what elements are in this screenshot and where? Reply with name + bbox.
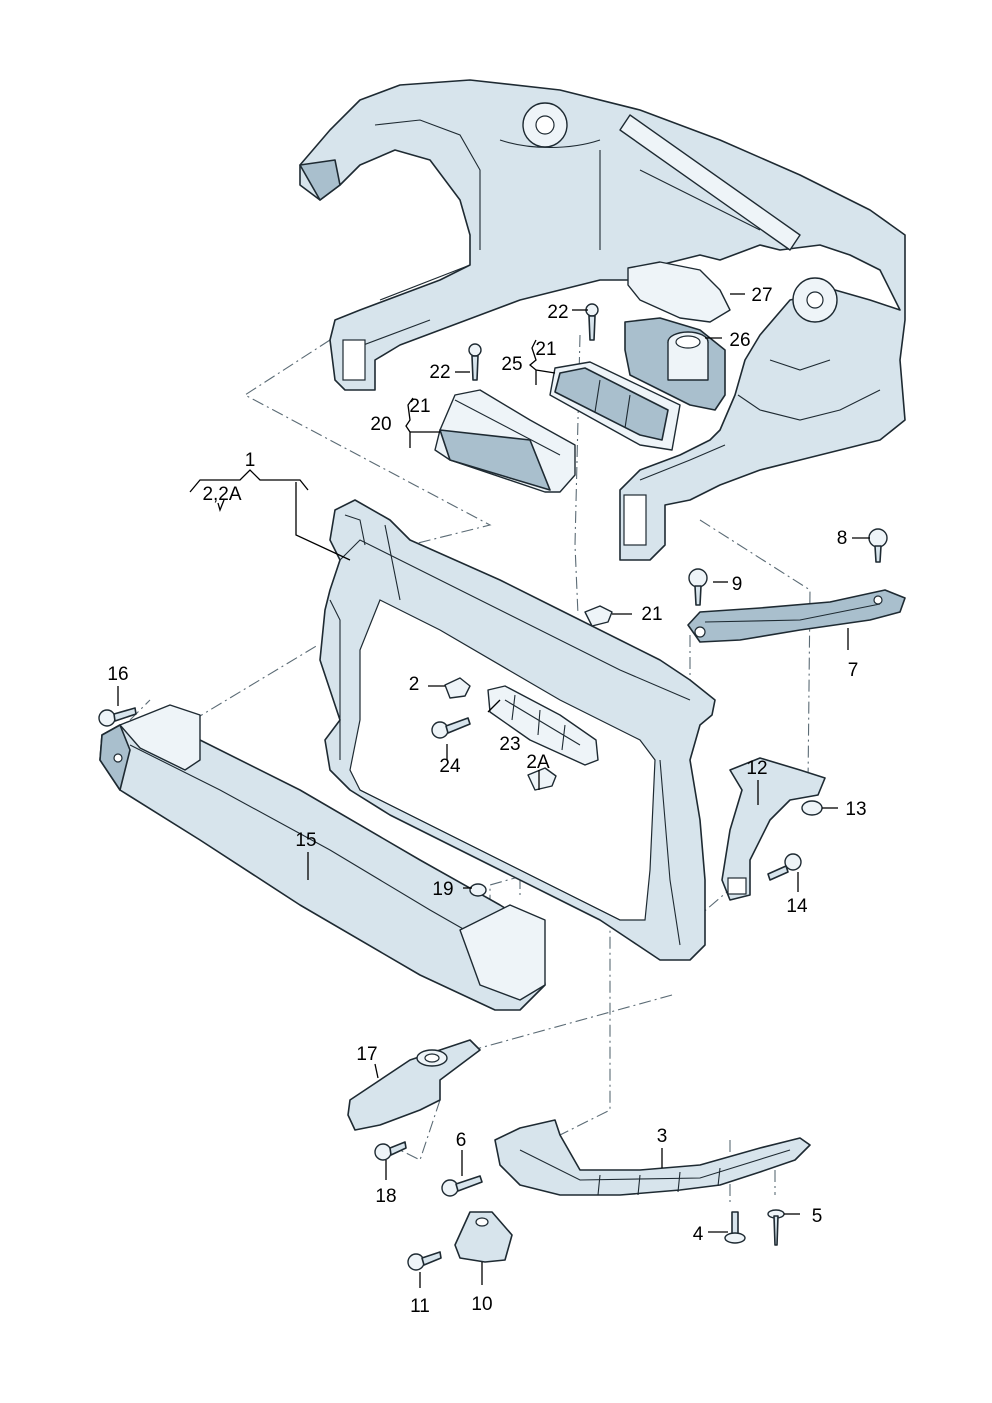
part-5-pin: [767, 1209, 785, 1246]
callout-26: 26: [729, 330, 750, 351]
part-9-bolt: [688, 568, 708, 606]
part-22-screw-b: [585, 303, 599, 341]
callout-3: 3: [657, 1126, 668, 1147]
part-26-air-duct: [624, 317, 726, 411]
part-2a-clip: [527, 767, 557, 791]
callout-6: 6: [456, 1130, 467, 1151]
callout-labels: 1 2,2A 2 2A 3 4 5 6 7 8 9 10 11 12 13 14…: [107, 285, 866, 1317]
part-2-clip: [444, 677, 471, 699]
part-12-air-guide: [721, 757, 826, 901]
callout-2: 2: [409, 674, 420, 695]
callout-24: 24: [439, 756, 461, 777]
part-6-bolt: [441, 1175, 483, 1197]
callout-leaders: [117, 293, 870, 1288]
part-18-bolt: [374, 1141, 407, 1161]
callout-17: 17: [356, 1044, 377, 1065]
part-13-nut: [801, 800, 823, 816]
callout-2-2a: 2,2A: [202, 484, 241, 505]
callout-19: 19: [432, 879, 453, 900]
part-20-air-duct: [434, 389, 576, 493]
part-8-bolt: [868, 528, 888, 563]
part-4-bolt: [724, 1211, 746, 1244]
callout-22-a: 22: [429, 362, 450, 383]
part-22-screw-a: [468, 343, 482, 381]
callout-7: 7: [848, 660, 859, 681]
part-14-bolt: [767, 853, 802, 881]
part-24-bolt: [431, 717, 471, 739]
callout-22-b: 22: [547, 302, 568, 323]
callout-23: 23: [499, 734, 520, 755]
part-3-lower-carrier: [494, 1119, 811, 1196]
callout-14: 14: [786, 896, 808, 917]
part-11-bolt: [407, 1251, 442, 1271]
callout-21-a: 21: [409, 396, 430, 417]
callout-18: 18: [375, 1186, 396, 1207]
callout-9: 9: [732, 574, 743, 595]
part-16-bolt: [98, 707, 137, 727]
callout-2a: 2A: [526, 752, 550, 773]
part-15-bumper-beam: [99, 704, 546, 1011]
callout-20: 20: [370, 414, 391, 435]
part-25-air-guide: [549, 361, 681, 451]
callout-11: 11: [410, 1296, 430, 1317]
callout-27: 27: [751, 285, 772, 306]
callout-13: 13: [845, 799, 866, 820]
front-body-structure: [299, 79, 906, 561]
fasteners: [98, 303, 888, 1271]
callout-16: 16: [107, 664, 128, 685]
callout-4: 4: [693, 1224, 704, 1245]
callout-25: 25: [501, 354, 522, 375]
callout-10: 10: [471, 1294, 492, 1315]
callout-1: 1: [245, 450, 256, 471]
callout-5: 5: [812, 1206, 823, 1227]
part-19-nut: [469, 883, 487, 897]
callout-8: 8: [837, 528, 848, 549]
callout-21-c: 21: [641, 604, 662, 625]
part-10-bracket: [454, 1211, 513, 1263]
part-7-bracket: [687, 589, 906, 643]
part-17-bracket: [347, 1039, 481, 1131]
callout-15: 15: [295, 830, 316, 851]
part-23-bracket: [487, 685, 599, 766]
callout-21-b: 21: [535, 339, 556, 360]
part-21-clip: [584, 605, 613, 627]
callout-12: 12: [746, 758, 767, 779]
part-27-cover: [627, 261, 731, 323]
